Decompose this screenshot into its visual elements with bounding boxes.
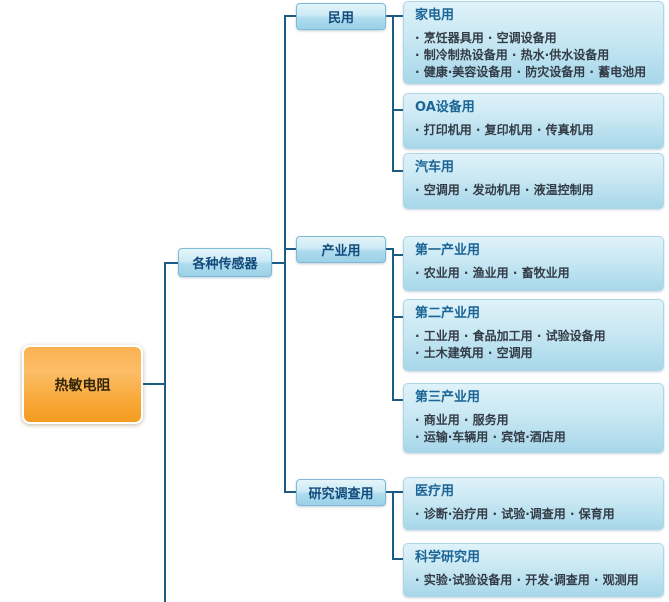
- connector-to-science: [392, 558, 403, 560]
- node-items-line: · 商业用 · 服务用: [415, 413, 509, 427]
- node-items-line: · 农业用 · 渔业用 · 畜牧业用: [415, 266, 570, 280]
- node-items-line: · 运输·车辆用 · 宾馆·酒店用: [415, 430, 566, 444]
- node-title: 第二产业用: [415, 306, 481, 321]
- node-title: 科学研究用: [415, 550, 481, 565]
- connector-to-oa: [392, 109, 403, 111]
- connector-trunk-to-hub: [164, 262, 178, 264]
- branch-civil-use-label: 民用: [327, 11, 354, 26]
- connector-to-branch-industry: [284, 248, 296, 250]
- branch-research-survey-use: 研究调查用: [296, 479, 386, 506]
- connector-root-to-trunk: [143, 383, 165, 385]
- connector-civil-to-home: [386, 15, 403, 17]
- connector-branch-trunk: [284, 16, 286, 493]
- connector-hub-to-branch-trunk: [272, 262, 286, 264]
- branch-research-survey-use-label: 研究调查用: [308, 487, 374, 502]
- connector-industry-subtrunk: [392, 248, 394, 401]
- node-items-line: · 打印机用 · 复印机用 · 传真机用: [415, 123, 594, 137]
- node-scientific-research: 科学研究用 · 实验·试验设备用 · 开发·调查用 · 观测用: [403, 543, 664, 597]
- node-secondary-industry: 第二产业用 · 工业用 · 食品加工用 · 试验设备用 · 土木建筑用 · 空调…: [403, 299, 664, 371]
- connector-to-tertiary: [392, 399, 403, 401]
- node-medical: 医疗用 · 诊断·治疗用 · 试验·调查用 · 保育用: [403, 477, 664, 530]
- node-home-appliances: 家电用 · 烹饪器具用 · 空调设备用 · 制冷制热设备用 · 热水·供水设备用…: [403, 1, 664, 84]
- node-items-line: · 诊断·治疗用 · 试验·调查用 · 保育用: [415, 507, 615, 521]
- connector-civil-subtrunk: [392, 15, 394, 172]
- connector-research-subtrunk: [392, 491, 394, 560]
- node-items-line: · 健康·美容设备用 · 防灾设备用 · 蓄电池用: [415, 65, 647, 79]
- connector-research-to-medical: [386, 491, 403, 493]
- node-title: 汽车用: [415, 160, 455, 175]
- connector-to-branch-civil: [284, 15, 296, 17]
- node-title: 医疗用: [415, 484, 455, 499]
- node-title: OA设备用: [415, 100, 475, 115]
- connector-industry-out: [386, 248, 394, 250]
- node-items-line: · 实验·试验设备用 · 开发·调查用 · 观测用: [415, 573, 639, 587]
- connector-to-primary: [392, 254, 403, 256]
- node-items-line: · 土木建筑用 · 空调用: [415, 346, 533, 360]
- node-various-sensors-label: 各种传感器: [192, 257, 258, 272]
- connector-to-automotive: [392, 170, 403, 172]
- branch-civil-use: 民用: [296, 3, 386, 30]
- node-title: 家电用: [415, 8, 455, 23]
- node-items-line: · 烹饪器具用 · 空调设备用: [415, 31, 557, 45]
- node-thermistor-root: 热敏电阻: [22, 345, 143, 424]
- node-title: 第三产业用: [415, 390, 481, 405]
- node-primary-industry: 第一产业用 · 农业用 · 渔业用 · 畜牧业用: [403, 236, 664, 291]
- node-tertiary-industry: 第三产业用 · 商业用 · 服务用 · 运输·车辆用 · 宾馆·酒店用: [403, 383, 664, 453]
- node-items-line: · 空调用 · 发动机用 · 液温控制用: [415, 183, 594, 197]
- connector-to-branch-research: [284, 491, 296, 493]
- node-oa-equipment: OA设备用 · 打印机用 · 复印机用 · 传真机用: [403, 93, 664, 149]
- node-items-line: · 制冷制热设备用 · 热水·供水设备用: [415, 48, 610, 62]
- node-items-line: · 工业用 · 食品加工用 · 试验设备用: [415, 329, 606, 343]
- node-title: 第一产业用: [415, 243, 481, 258]
- branch-industrial-use-label: 产业用: [321, 244, 361, 259]
- node-automotive: 汽车用 · 空调用 · 发动机用 · 液温控制用: [403, 153, 664, 209]
- node-thermistor-label: 热敏电阻: [54, 377, 111, 394]
- connector-main-trunk: [164, 262, 166, 602]
- branch-industrial-use: 产业用: [296, 236, 386, 263]
- node-various-sensors: 各种传感器: [178, 248, 272, 277]
- connector-to-secondary: [392, 316, 403, 318]
